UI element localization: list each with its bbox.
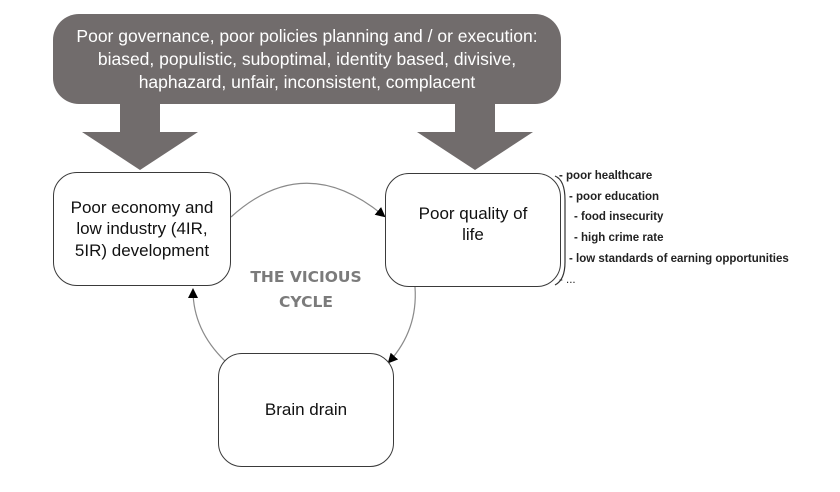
arrow-brain-to-economy (188, 288, 226, 362)
vicious-cycle-line2: CYCLE (279, 293, 333, 311)
block-arrow-left (82, 103, 198, 170)
effect-item: - poor education (569, 191, 660, 203)
node-poor-quality-label: Poor quality of life (418, 203, 528, 245)
node-brain-drain-label: Brain drain (264, 400, 348, 420)
governance-banner: Poor governance, poor policies planning … (53, 14, 561, 104)
effects-bracket (554, 175, 566, 286)
effect-item: - high crime rate (574, 232, 664, 244)
node-brain-drain: Brain drain (218, 353, 394, 467)
vicious-cycle-line1: THE VICIOUS (250, 268, 362, 286)
node-poor-economy: Poor economy and low industry (4IR, 5IR)… (53, 172, 231, 286)
node-poor-quality-of-life: Poor quality of life (385, 173, 561, 287)
effect-item: - food insecurity (574, 211, 664, 223)
node-poor-economy-label: Poor economy and low industry (4IR, 5IR)… (70, 197, 214, 260)
effect-item: - poor healthcare (559, 170, 653, 182)
block-arrow-right (417, 103, 533, 170)
vicious-cycle-label: THE VICIOUS CYCLE (236, 265, 376, 315)
governance-text: Poor governance, poor policies planning … (76, 25, 538, 92)
arrow-economy-to-quality (230, 182, 386, 218)
arrow-quality-to-brain (387, 286, 416, 364)
effect-item: - low standards of earning opportunities (569, 253, 789, 265)
effect-item: - ... (559, 274, 576, 286)
